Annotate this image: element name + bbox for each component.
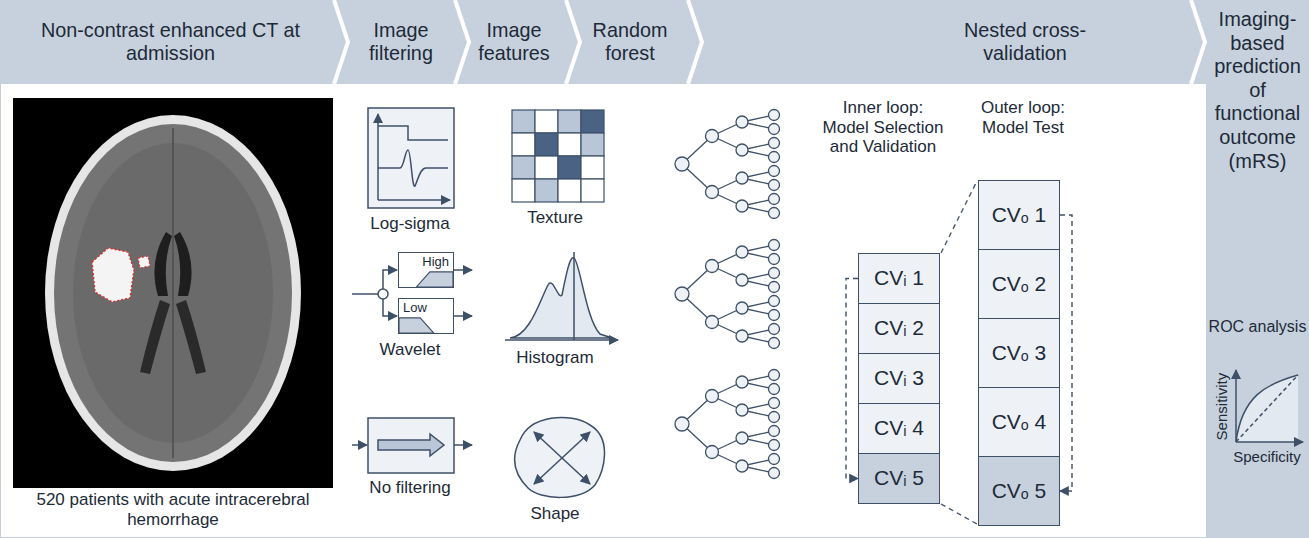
outer-fold-box: CVₒ 2 [978, 249, 1060, 319]
log-sigma-icon [368, 108, 454, 208]
node-text: CVₒ 5 [992, 479, 1047, 504]
node-text: CVₒ 2 [992, 272, 1047, 297]
node-text: CVₒ 1 [992, 203, 1047, 228]
stage-header: Image features [462, 6, 566, 78]
outer-fold-box: CVₒ 3 [978, 318, 1060, 388]
node-text: CVᵢ 2 [874, 316, 924, 341]
node-text: CVₒ 4 [992, 410, 1047, 435]
node-text: Image features [462, 19, 566, 66]
node-text: Non-contrast enhanced CT at admission [8, 19, 333, 66]
icon-label: Texture [490, 208, 620, 228]
plot-title: ROC analysis [1208, 318, 1307, 336]
inner-fold-box: CVᵢ 1 [858, 253, 940, 304]
random-forest-trees [675, 110, 780, 479]
stage-header: Non-contrast enhanced CT at admission [8, 6, 333, 78]
image-caption: 520 patients with acute intracerebral he… [8, 490, 338, 529]
node-text: Random forest [574, 19, 686, 66]
texture-grid [512, 110, 604, 202]
result-panel-header: Imaging-based prediction of functional o… [1208, 6, 1307, 184]
stage-header: Nested cross-validation [925, 6, 1125, 78]
loop-label: Inner loop: Model Selection and Validati… [818, 98, 948, 157]
inner-fold-box: CVᵢ 5 [858, 453, 940, 504]
node-text: Nested cross-validation [925, 19, 1125, 66]
icon-label: No filtering [350, 478, 470, 498]
filter-box: Low [398, 298, 454, 334]
node-text: CVₒ 3 [992, 341, 1047, 366]
node-text: CVᵢ 4 [874, 416, 924, 441]
filter-ramp [399, 318, 434, 333]
icon-label: Wavelet [350, 340, 470, 360]
node-text: High [422, 254, 449, 269]
axis-label: Specificity [1228, 448, 1306, 465]
node-text: Imaging-based prediction of functional o… [1210, 8, 1305, 173]
node-text: CVᵢ 1 [874, 266, 924, 291]
inner-fold-box: CVᵢ 4 [858, 403, 940, 454]
icon-label: Histogram [490, 348, 620, 368]
loop-connector [1060, 215, 1072, 491]
loop-connector [846, 279, 858, 479]
outer-fold-box: CVₒ 5 [978, 456, 1060, 526]
zoom-lines [941, 181, 977, 524]
node-text: Image filtering [345, 19, 457, 66]
inner-fold-box: CVᵢ 2 [858, 303, 940, 354]
inner-fold-box: CVᵢ 3 [858, 353, 940, 404]
outer-fold-box: CVₒ 4 [978, 387, 1060, 457]
outer-fold-box: CVₒ 1 [978, 180, 1060, 250]
filter-box: High [398, 252, 454, 288]
no-filter-icon [352, 418, 472, 473]
node-text: Low [403, 300, 427, 315]
roc-plot [1236, 370, 1303, 442]
node-text: CVᵢ 3 [874, 366, 924, 391]
histogram-icon [505, 252, 618, 340]
stage-header: Random forest [574, 6, 686, 78]
stage-header: Image filtering [345, 6, 457, 78]
loop-label: Outer loop: Model Test [962, 98, 1084, 137]
axis-label: Sensitivity [1213, 367, 1230, 447]
shape-icon [515, 417, 605, 497]
node-text: CVᵢ 5 [874, 466, 924, 491]
icon-label: Shape [490, 504, 620, 524]
icon-label: Log-sigma [350, 214, 470, 234]
filter-ramp [416, 272, 453, 287]
ct-scan-image [13, 98, 333, 488]
